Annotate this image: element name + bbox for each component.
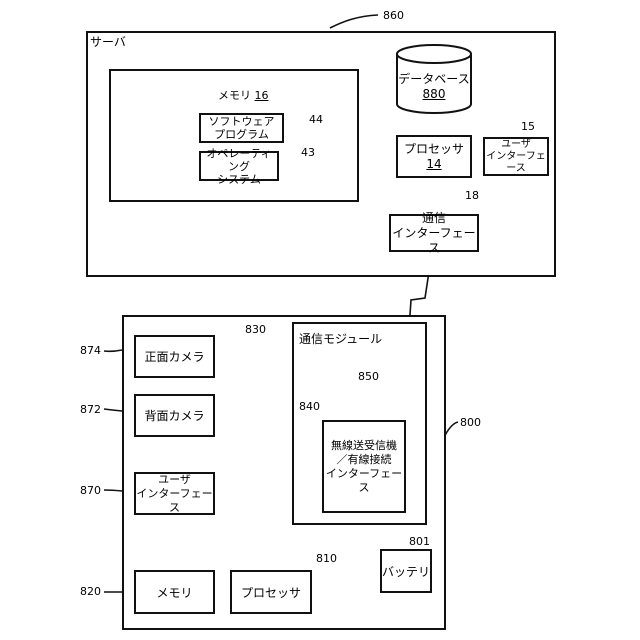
front-camera-ref: 874 bbox=[80, 344, 101, 357]
battery-ref: 801 bbox=[409, 535, 430, 548]
front-camera-box: 正面カメラ bbox=[134, 335, 215, 378]
device-user-interface-ref: 870 bbox=[80, 484, 101, 497]
wireless-transceiver-box: 無線送受信機 ／有線接続 インターフェース bbox=[322, 420, 406, 513]
rear-camera-box: 背面カメラ bbox=[134, 394, 215, 437]
device-ref: 800 bbox=[460, 416, 481, 429]
battery-box: バッテリ bbox=[380, 549, 432, 593]
wireless-ref: 840 bbox=[299, 400, 320, 413]
comm-module-label: 通信モジュール bbox=[299, 333, 382, 346]
device-processor-box: プロセッサ bbox=[230, 570, 312, 614]
server-comm-interface-ref: 18 bbox=[465, 189, 479, 202]
server-processor-box: プロセッサ 14 bbox=[396, 135, 472, 178]
server-comm-interface-box: 通信 インターフェース bbox=[389, 214, 479, 252]
device-user-interface-box: ユーザ インターフェース bbox=[134, 472, 215, 515]
comm-module-ref: 830 bbox=[245, 323, 266, 336]
rear-camera-ref: 872 bbox=[80, 403, 101, 416]
device-memory-box: メモリ bbox=[134, 570, 215, 614]
device-processor-ref: 810 bbox=[316, 552, 337, 565]
database-label: データベース 880 bbox=[397, 72, 471, 102]
server-user-interface-box: ユーザ インターフェース bbox=[483, 137, 549, 176]
device-memory-ref: 820 bbox=[80, 585, 101, 598]
antenna-ref: 850 bbox=[358, 370, 379, 383]
server-user-interface-ref: 15 bbox=[521, 120, 535, 133]
